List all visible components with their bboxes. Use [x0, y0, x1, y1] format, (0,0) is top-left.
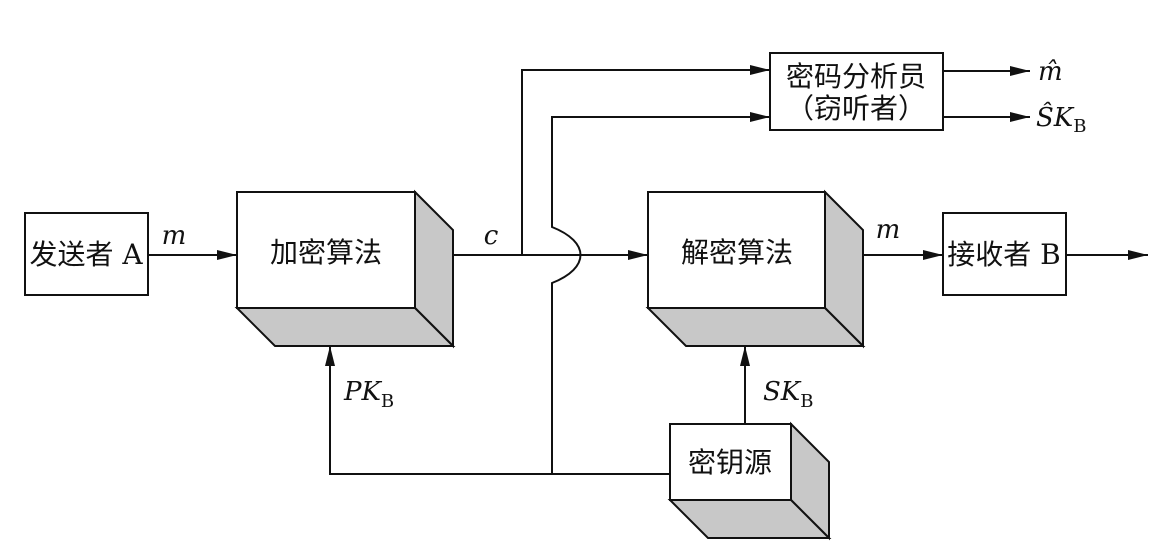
edge-public-key [325, 346, 552, 475]
encrypt-label: 加密算法 [270, 236, 382, 269]
encrypt-node: 加密算法 [234, 189, 456, 349]
label-secret-key: SKB [763, 377, 813, 412]
label-m-hat: m̂ [1038, 57, 1063, 87]
key-source-label: 密钥源 [688, 446, 772, 479]
label-m-input: m [162, 221, 187, 251]
edge-key-to-analyst [551, 112, 770, 475]
analyst-node: 密码分析员 （窃听者） [769, 52, 944, 131]
sender-node: 发送者 A [24, 212, 149, 296]
edge-cipher-to-analyst [521, 65, 770, 255]
decrypt-label: 解密算法 [681, 236, 793, 269]
analyst-label-line1: 密码分析员 [786, 60, 926, 93]
label-m-output: m [876, 215, 901, 245]
label-sk-hat: ŜKB [1036, 101, 1086, 137]
label-public-key: PKB [343, 377, 394, 412]
analyst-label-line2: （窃听者） [786, 92, 926, 125]
decrypt-node: 解密算法 [645, 189, 866, 349]
key-source-node: 密钥源 [667, 421, 832, 541]
sender-label: 发送者 A [29, 238, 143, 271]
receiver-node: 接收者 B [942, 212, 1067, 296]
label-ciphertext: c [484, 221, 499, 251]
receiver-label: 接收者 B [947, 238, 1060, 271]
